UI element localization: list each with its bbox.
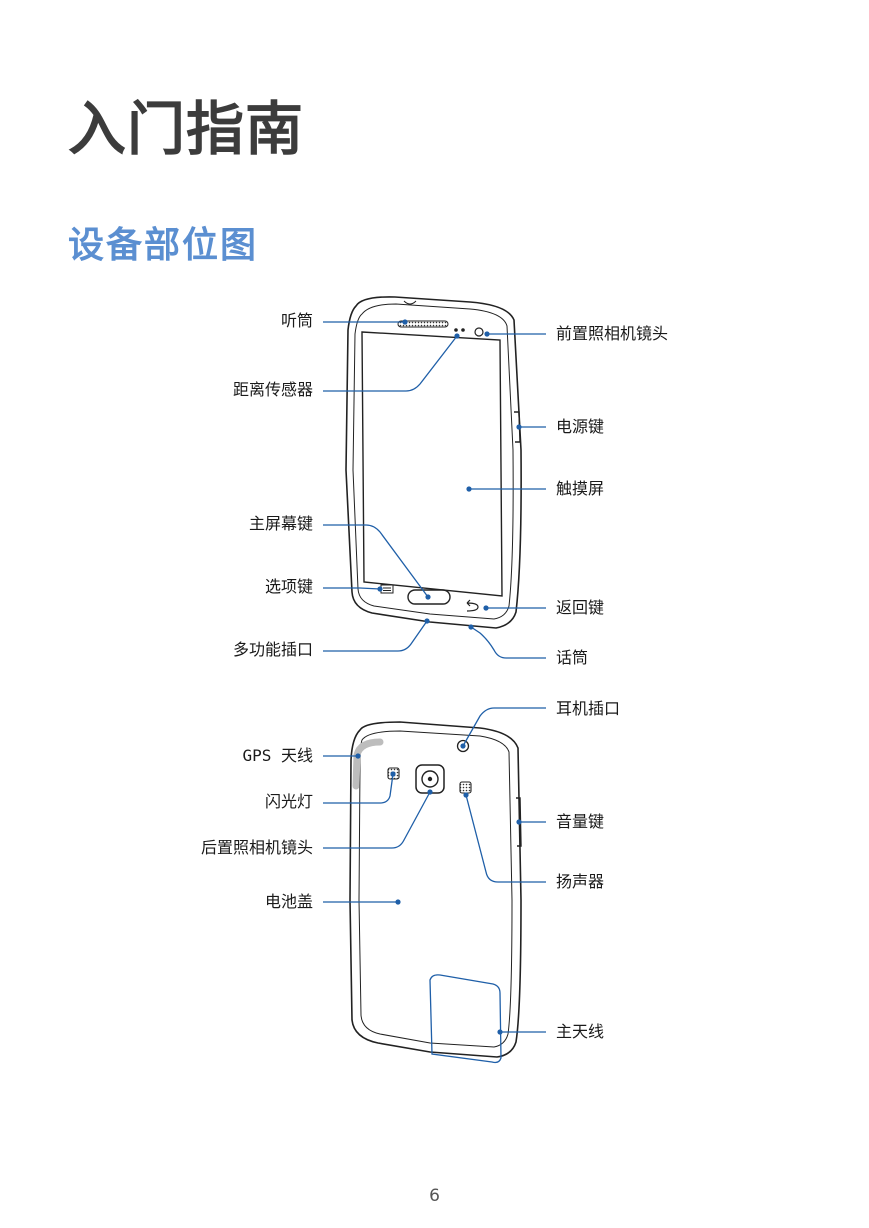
label-power-key: 电源键 [556, 417, 605, 436]
front-callouts [323, 321, 546, 659]
callout-microphone [470, 626, 546, 659]
label-touch-screen: 触摸屏 [556, 479, 605, 498]
callout-speaker [465, 794, 546, 883]
back-phone [349, 721, 522, 1058]
label-back-key: 返回键 [556, 598, 605, 617]
label-earpiece: 听筒 [280, 311, 313, 330]
back-callout-dots [355, 743, 522, 1035]
label-headset-jack: 耳机插口 [556, 699, 621, 718]
label-front-camera: 前置照相机镜头 [556, 324, 669, 343]
label-rear-camera: 后置照相机镜头 [200, 838, 313, 857]
gps-antenna-area [352, 738, 384, 790]
callout-proximity [323, 335, 458, 392]
page-number: 6 [429, 1186, 440, 1206]
label-menu-key: 选项键 [264, 577, 313, 596]
callout-headset-jack [462, 707, 546, 747]
label-gps-antenna: GPS 天线 [242, 746, 313, 765]
callout-multipurpose-jack [323, 620, 428, 652]
section-title: 设备部位图 [68, 225, 259, 266]
label-multipurpose-jack: 多功能插口 [232, 640, 313, 659]
page-title: 入门指南 [68, 95, 305, 163]
label-speaker: 扬声器 [556, 872, 605, 891]
front-phone [345, 296, 522, 629]
label-main-antenna: 主天线 [556, 1022, 605, 1041]
label-volume-key: 音量键 [556, 812, 605, 831]
callout-rear-camera [323, 791, 431, 849]
main-antenna-area [429, 974, 502, 1064]
label-home-key: 主屏幕键 [248, 514, 313, 533]
label-flash: 闪光灯 [264, 792, 313, 811]
callout-home-key [323, 524, 429, 598]
back-callouts [323, 707, 546, 1033]
label-microphone: 话筒 [556, 648, 589, 667]
label-back-cover: 电池盖 [264, 892, 313, 911]
front-callout-dots [377, 319, 522, 630]
callout-flash [323, 773, 394, 804]
label-proximity-sensor: 距离传感器 [232, 380, 313, 399]
callout-menu-key [323, 587, 381, 590]
